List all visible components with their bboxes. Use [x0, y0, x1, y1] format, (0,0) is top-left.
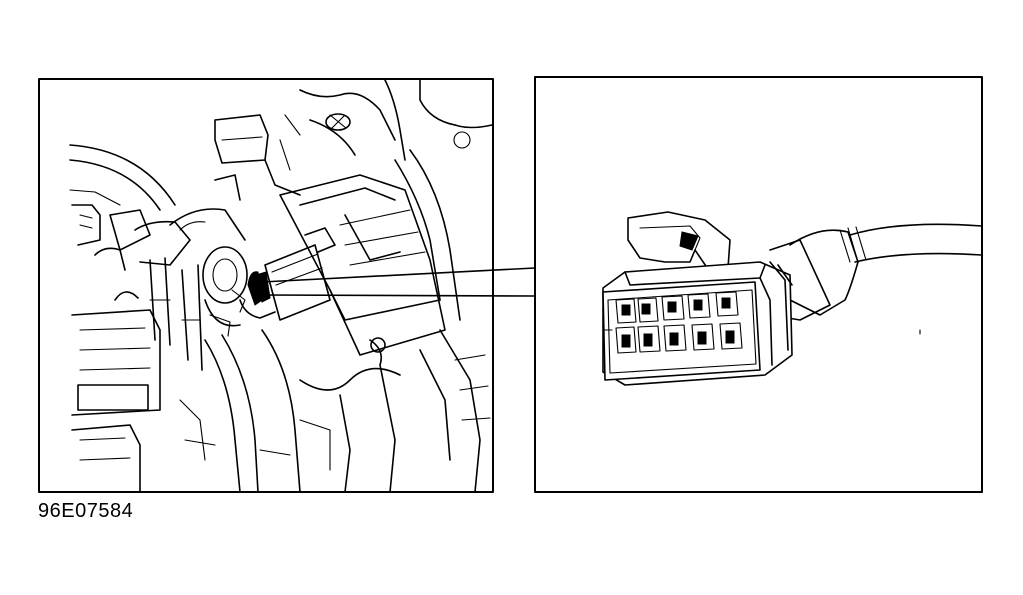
terminal-cavities-top-row — [621, 297, 731, 316]
engine-panel-frame — [38, 78, 494, 493]
connector-detail-panel — [534, 76, 983, 493]
connector-drawing — [602, 211, 983, 386]
terminal-cavity-outlines — [615, 291, 743, 354]
engine-compartment-panel — [38, 78, 494, 493]
figure-caption: 96E07584 — [38, 500, 134, 522]
engine-compartment-drawing — [69, 79, 493, 492]
callout-leader-lines — [261, 267, 536, 297]
terminal-cavities-bottom-row — [621, 330, 735, 348]
